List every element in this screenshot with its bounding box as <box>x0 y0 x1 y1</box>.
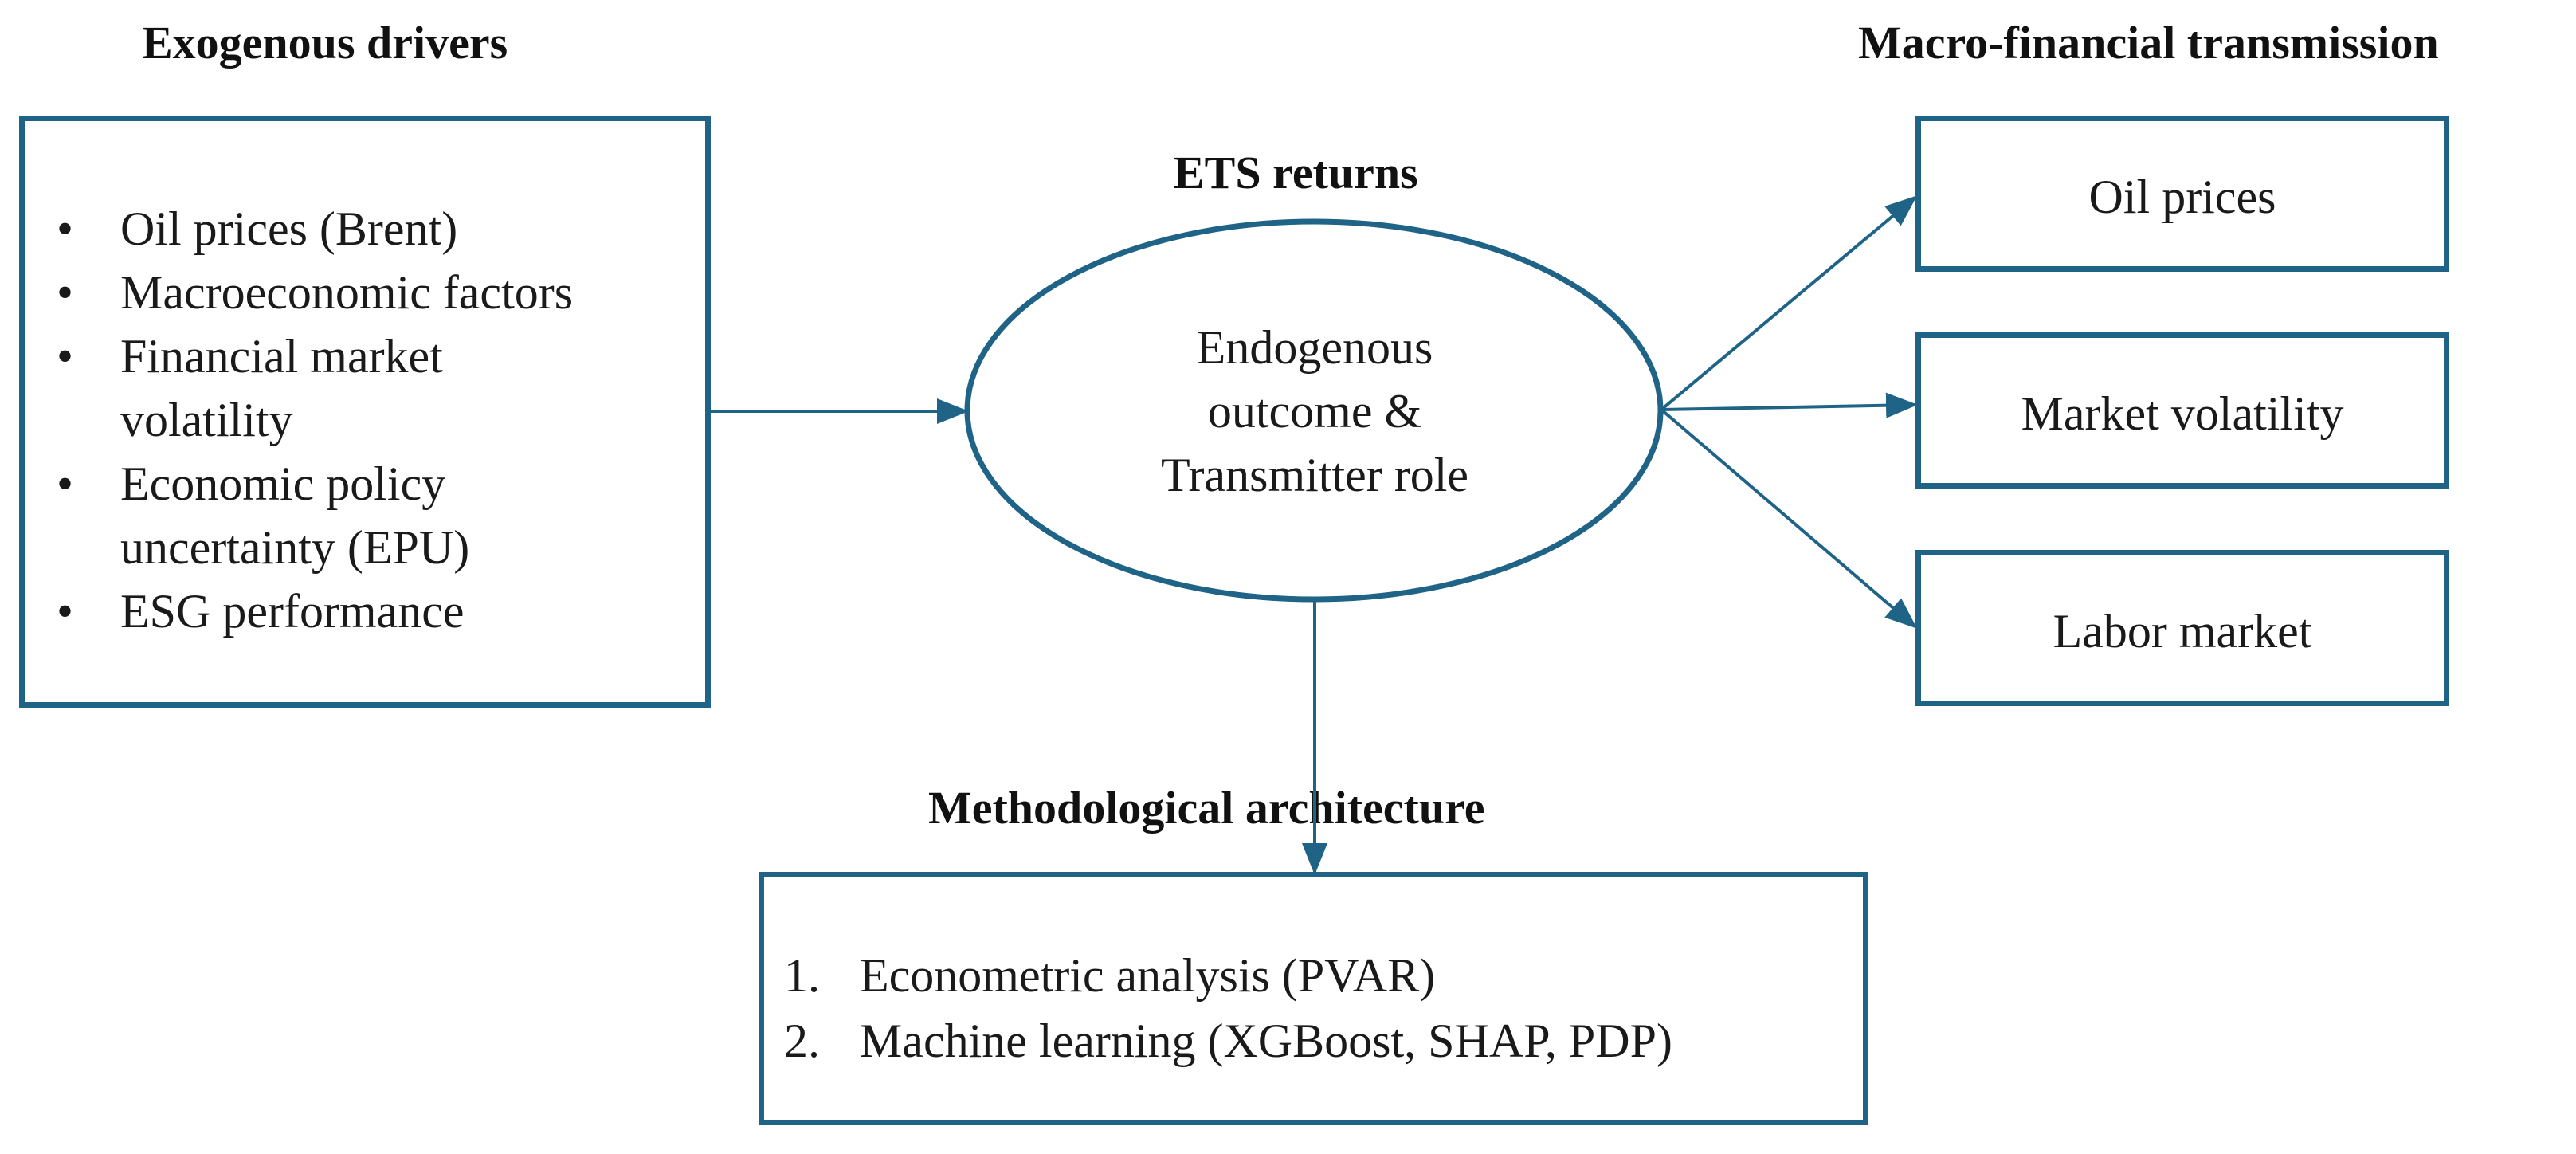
list-item: 2. Machine learning (XGBoost, SHAP, PDP) <box>784 1008 1672 1074</box>
list-item: • Financial market volatility <box>57 324 573 452</box>
method-label: Econometric analysis (PVAR) <box>860 949 1436 1002</box>
ets-returns-heading: ETS returns <box>1174 147 1418 198</box>
outcome-label: Oil prices <box>2088 171 2276 223</box>
outcome-label: Labor market <box>2053 605 2312 657</box>
labor-market-box: Labor market <box>1915 550 2449 706</box>
list-item: 1. Econometric analysis (PVAR) <box>784 943 1672 1008</box>
list-item: • Economic policy uncertainty (EPU) <box>57 452 573 579</box>
list-item: • Oil prices (Brent) <box>57 197 573 261</box>
ets-ellipse-text: Endogenous outcome & Transmitter role <box>968 316 1661 507</box>
ets-returns-ellipse <box>964 218 1664 603</box>
bullet-icon: • <box>57 266 74 319</box>
ellipse-line: Endogenous <box>1196 321 1433 374</box>
oil-prices-box: Oil prices <box>1915 116 2449 272</box>
methods-list: 1. Econometric analysis (PVAR) 2. Machin… <box>784 943 1672 1074</box>
bullet-icon: • <box>57 202 74 255</box>
list-number: 2. <box>784 1015 820 1067</box>
exogenous-drivers-heading: Exogenous drivers <box>142 17 508 69</box>
list-number: 1. <box>784 949 820 1002</box>
arrow-ets-to-oil-prices <box>1660 195 1918 411</box>
market-volatility-box: Market volatility <box>1915 332 2449 489</box>
arrow-ets-to-market-volatility <box>1660 392 1918 418</box>
macro-financial-transmission-heading: Macro-financial transmission <box>1858 17 2439 69</box>
arrow-ets-to-labor-market <box>1660 408 1918 629</box>
method-label: Machine learning (XGBoost, SHAP, PDP) <box>860 1015 1672 1067</box>
methodological-architecture-heading: Methodological architecture <box>928 782 1485 834</box>
methodological-architecture-box: 1. Econometric analysis (PVAR) 2. Machin… <box>759 872 1868 1125</box>
bullet-icon: • <box>57 457 74 510</box>
exogenous-drivers-box: • Oil prices (Brent) • Macroeconomic fac… <box>19 116 711 708</box>
ellipse-line: Transmitter role <box>1160 449 1469 501</box>
bullet-icon: • <box>57 585 74 638</box>
bullet-icon: • <box>57 330 74 383</box>
drivers-list: • Oil prices (Brent) • Macroeconomic fac… <box>57 197 573 643</box>
outcome-label: Market volatility <box>2021 387 2344 440</box>
ellipse-line: outcome & <box>1207 385 1422 438</box>
list-item: • Macroeconomic factors <box>57 261 573 324</box>
list-item: • ESG performance <box>57 579 573 643</box>
